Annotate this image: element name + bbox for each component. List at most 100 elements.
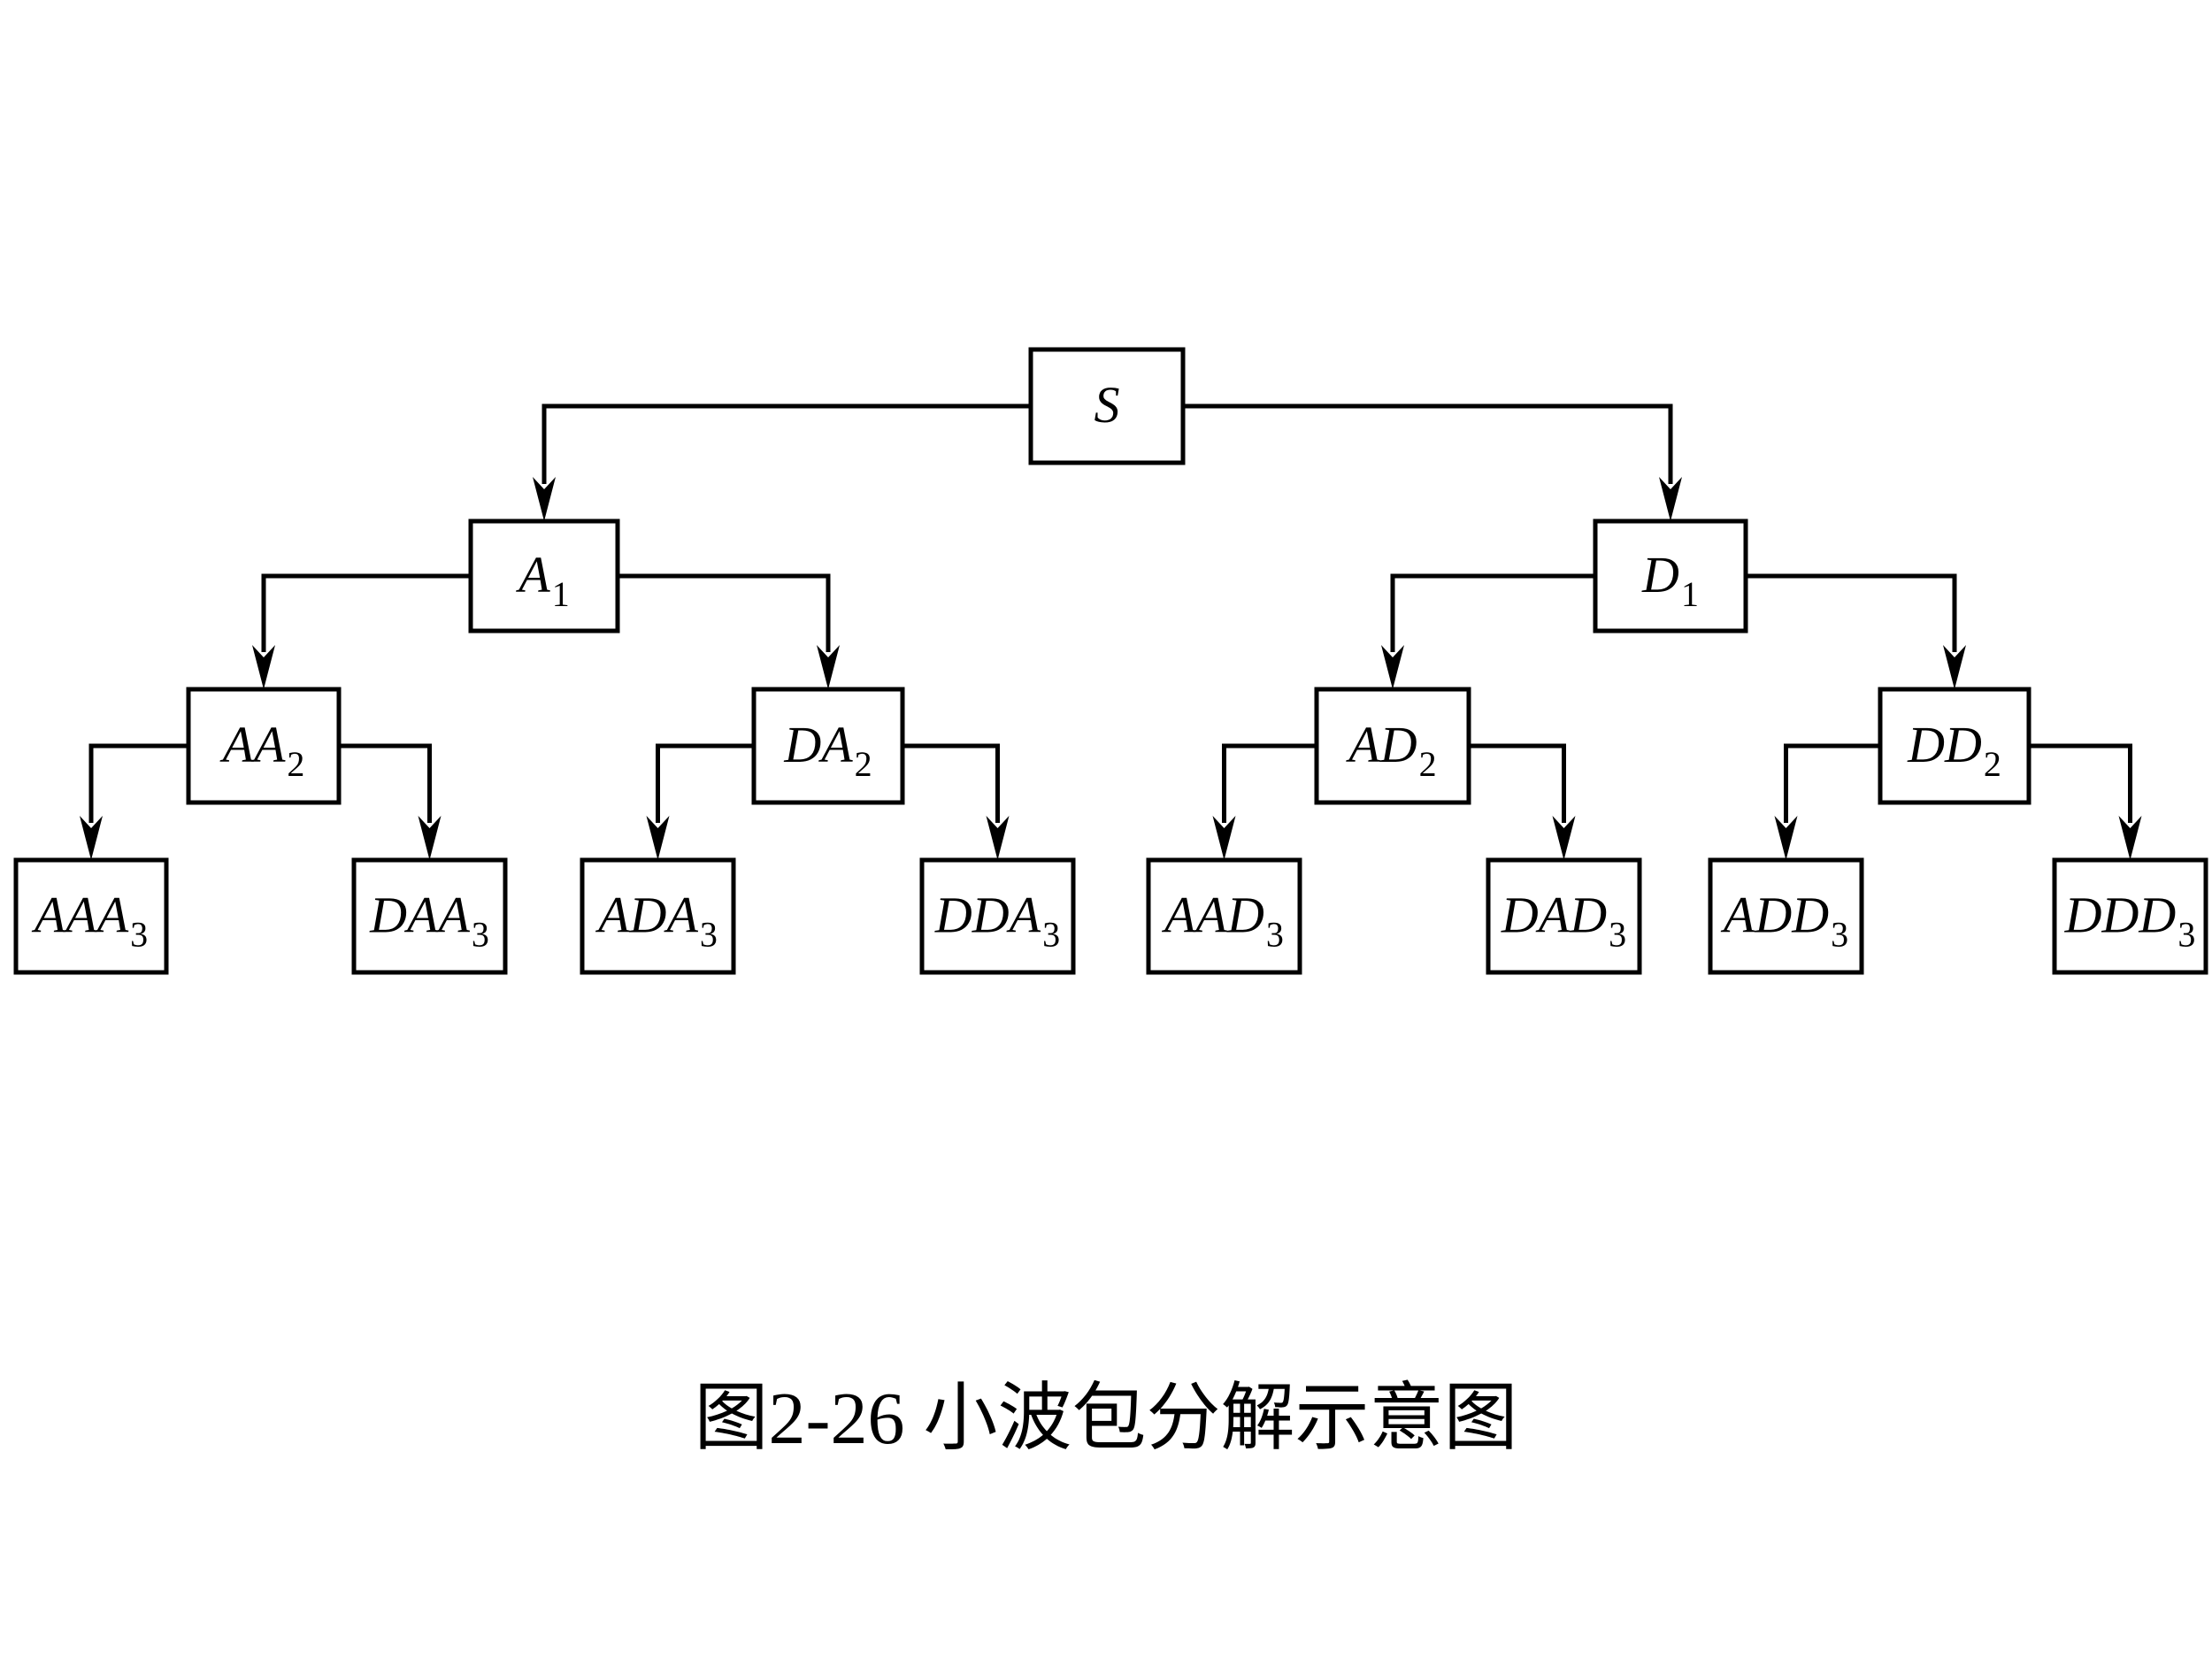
node-label-subscript: 3 bbox=[1831, 915, 1848, 955]
node-label: AD2 bbox=[1345, 716, 1436, 784]
node-label-main: S bbox=[1094, 376, 1120, 434]
node-label-main: D bbox=[1641, 546, 1679, 603]
arrow-down-icon bbox=[817, 645, 840, 689]
node-label-main: DAD bbox=[1501, 887, 1607, 944]
node-label-subscript: 3 bbox=[130, 915, 148, 955]
edge-S-D1 bbox=[1183, 403, 1673, 484]
edges bbox=[80, 403, 2142, 860]
node-box bbox=[351, 857, 508, 975]
node-box bbox=[1878, 687, 2032, 805]
node-label: DA2 bbox=[783, 716, 872, 784]
node-AAA3: AAA3 bbox=[13, 857, 169, 975]
node-label: AAD3 bbox=[1161, 887, 1284, 955]
node-label: DDD3 bbox=[2064, 887, 2196, 955]
node-label-subscript: 2 bbox=[1419, 744, 1437, 784]
node-label-subscript: 3 bbox=[1266, 915, 1284, 955]
arrow-down-icon bbox=[986, 816, 1010, 860]
arrow-down-icon bbox=[1381, 645, 1404, 689]
edge-DA2-ADA3 bbox=[656, 743, 754, 823]
node-label-subscript: 1 bbox=[1681, 574, 1699, 614]
arrow-down-icon bbox=[1659, 477, 1682, 521]
node-box bbox=[919, 857, 1076, 975]
node-box bbox=[1146, 857, 1302, 975]
node-box bbox=[468, 518, 620, 634]
edge-D1-DD2 bbox=[1746, 573, 1957, 652]
edge-S-A1 bbox=[541, 403, 1031, 484]
node-ADD3: ADD3 bbox=[1708, 857, 1864, 975]
node-label-subscript: 1 bbox=[552, 574, 570, 614]
node-box bbox=[751, 687, 905, 805]
edge-D1-AD2 bbox=[1390, 573, 1595, 652]
node-box bbox=[1593, 518, 1748, 634]
node-label: DAA3 bbox=[369, 887, 489, 955]
node-AAD3: AAD3 bbox=[1146, 857, 1302, 975]
node-label-subscript: 2 bbox=[1984, 744, 2001, 784]
edge-AD2-AAD3 bbox=[1222, 743, 1317, 823]
figure-caption: 图2-26 小波包分解示意图 bbox=[694, 1378, 1518, 1460]
node-label-subscript: 3 bbox=[1609, 915, 1626, 955]
arrow-down-icon bbox=[533, 477, 556, 521]
node-label: DDA3 bbox=[934, 887, 1060, 955]
node-label-main: DA bbox=[783, 716, 853, 773]
node-box bbox=[1028, 347, 1186, 465]
node-ADA3: ADA3 bbox=[580, 857, 736, 975]
node-box bbox=[186, 687, 342, 805]
arrow-down-icon bbox=[1943, 645, 1966, 689]
node-label-main: ADD bbox=[1720, 887, 1829, 944]
node-label-main: A bbox=[515, 546, 550, 603]
node-label-main: DDD bbox=[2064, 887, 2177, 944]
node-AD2: AD2 bbox=[1314, 687, 1471, 805]
arrow-down-icon bbox=[646, 816, 670, 860]
node-label: ADA3 bbox=[595, 887, 718, 955]
node-label: DD2 bbox=[1907, 716, 2001, 784]
node-DAD3: DAD3 bbox=[1486, 857, 1642, 975]
node-label-main: AA bbox=[219, 716, 286, 773]
node-label: S bbox=[1094, 376, 1120, 434]
node-label: DAD3 bbox=[1501, 887, 1626, 955]
node-AA2: AA2 bbox=[186, 687, 342, 805]
node-A1: A1 bbox=[468, 518, 620, 634]
edge-AA2-AAA3 bbox=[88, 743, 188, 823]
node-label-main: DAA bbox=[369, 887, 470, 944]
node-label-subscript: 3 bbox=[700, 915, 718, 955]
node-label: A1 bbox=[515, 546, 569, 614]
node-box bbox=[1314, 687, 1471, 805]
node-label-subscript: 3 bbox=[472, 915, 489, 955]
node-label-subscript: 3 bbox=[2177, 915, 2195, 955]
node-label-main: DD bbox=[1907, 716, 1982, 773]
node-box bbox=[13, 857, 169, 975]
node-DDD3: DDD3 bbox=[2052, 857, 2208, 975]
arrow-down-icon bbox=[252, 645, 275, 689]
edge-DD2-ADD3 bbox=[1784, 743, 1880, 823]
node-label: AA2 bbox=[219, 716, 305, 784]
node-label: AAA3 bbox=[31, 887, 148, 955]
edge-AD2-DAD3 bbox=[1469, 743, 1566, 823]
node-label-main: ADA bbox=[595, 887, 698, 944]
node-label-subscript: 2 bbox=[287, 744, 304, 784]
edge-DA2-DDA3 bbox=[902, 743, 1000, 823]
arrow-down-icon bbox=[2118, 816, 2142, 860]
arrow-down-icon bbox=[1212, 816, 1236, 860]
node-label-main: AD bbox=[1345, 716, 1417, 773]
node-S: S bbox=[1028, 347, 1186, 465]
node-label: D1 bbox=[1641, 546, 1699, 614]
edge-DD2-DDD3 bbox=[2029, 743, 2132, 823]
arrow-down-icon bbox=[1552, 816, 1576, 860]
node-label-main: AAD bbox=[1161, 887, 1264, 944]
node-label-subscript: 2 bbox=[855, 744, 872, 784]
edge-A1-AA2 bbox=[261, 573, 471, 652]
node-label-main: AAA bbox=[31, 887, 129, 944]
node-DD2: DD2 bbox=[1878, 687, 2032, 805]
node-DDA3: DDA3 bbox=[919, 857, 1076, 975]
node-label: ADD3 bbox=[1720, 887, 1848, 955]
node-DA2: DA2 bbox=[751, 687, 905, 805]
node-DAA3: DAA3 bbox=[351, 857, 508, 975]
arrow-down-icon bbox=[80, 816, 103, 860]
node-D1: D1 bbox=[1593, 518, 1748, 634]
node-box bbox=[2052, 857, 2208, 975]
arrow-down-icon bbox=[418, 816, 442, 860]
node-box bbox=[1486, 857, 1642, 975]
edge-AA2-DAA3 bbox=[339, 743, 432, 823]
